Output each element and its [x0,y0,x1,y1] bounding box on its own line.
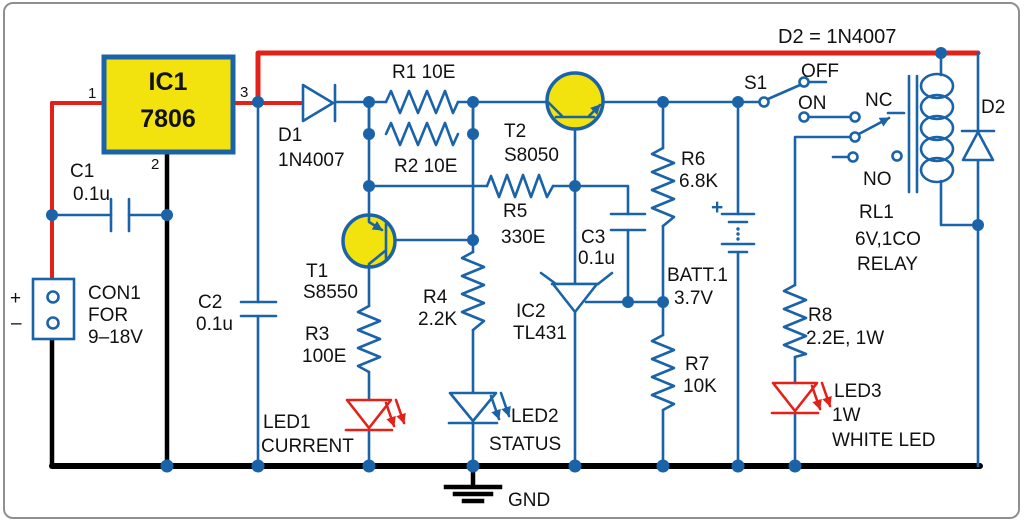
ic1-pin3-label: 3 [240,84,248,101]
rl1-coil: RL1 6V,1CO RELAY [855,72,955,275]
r7-value-label: 10K [683,376,717,397]
r4-ref-label: R4 [423,287,448,308]
led1-function-label: CURRENT [261,436,354,457]
c3-ref-label: C3 [581,227,605,248]
r8-ref-label: R8 [808,305,832,326]
r8-resistor: R8 2.2E, 1W [782,283,884,359]
c1-capacitor: C1 0.1u [70,161,131,233]
s1-off-label: OFF [801,61,839,82]
rl1-kind-label: RELAY [857,254,918,275]
led1: LED1 CURRENT [261,398,406,457]
led2: LED2 STATUS [447,391,561,455]
t1-ref-label: T1 [306,261,328,282]
r2-label: R2 10E [394,156,457,177]
led3-value-label: 1W [832,405,861,426]
ic2-ref-label: IC2 [516,301,546,322]
d2-diode: D2 [960,97,1005,162]
r6-value-label: 6.8K [679,171,718,192]
con1-desc1-label: FOR [88,305,128,326]
con1-minus-label: – [11,313,22,334]
rl1-no-label: NO [863,169,892,190]
d2-note-label: D2 = 1N4007 [778,26,896,48]
d2-ref-label: D2 [981,97,1005,118]
c3-value-label: 0.1u [578,248,615,269]
ic1-ref-label: IC1 [149,68,188,96]
ground-rail-wires [49,149,983,469]
batt1-plus-label: + [711,196,723,219]
ic2-part-label: TL431 [513,323,567,344]
r1-resistor: R1 10E [384,62,460,115]
r5-resistor: R5 330E [485,173,555,248]
ground-symbol: GND [443,465,550,511]
con1-desc2-label: 9–18V [88,327,143,348]
led3: LED3 1W WHITE LED [770,381,935,451]
t2-transistor: T2 S8050 [504,71,605,166]
con1-ref-label: CON1 [88,283,141,304]
r4-value-label: 2.2K [418,309,457,330]
rl1-contacts: NC NO [831,90,906,190]
batt1-ref-label: BATT.1 [667,265,728,286]
t1-part-label: S8550 [303,282,358,303]
c1-value-label: 0.1u [73,184,110,205]
s1-on-label: ON [798,93,827,114]
r8-value-label: 2.2E, 1W [806,328,884,349]
con1-plus-label: + [10,288,21,309]
r6-ref-label: R6 [681,149,705,170]
r5-ref-label: R5 [503,201,527,222]
r3-value-label: 100E [302,346,346,367]
ic1-regulator: IC1 7806 1 3 2 [88,54,248,173]
r7-ref-label: R7 [685,354,709,375]
c2-ref-label: C2 [198,292,222,313]
t2-part-label: S8050 [504,145,559,166]
batt1-battery: + BATT.1 3.7V [667,196,756,309]
led3-kind-label: WHITE LED [832,430,935,451]
ic1-pin1-label: 1 [88,85,96,102]
led2-function-label: STATUS [489,434,561,455]
rl1-nc-label: NC [865,90,892,111]
batt1-value-label: 3.7V [674,288,713,309]
ic2-tl431: IC2 TL431 [513,271,614,344]
led2-ref-label: LED2 [511,406,559,427]
con1-connector: + – CON1 FOR 9–18V [10,277,143,348]
junction-dots [46,47,984,473]
s1-switch: S1 OFF ON [744,61,852,123]
r4-resistor: R4 2.2K [418,250,486,332]
c1-ref-label: C1 [70,161,94,182]
c2-capacitor: C2 0.1u [196,292,278,335]
led1-ref-label: LED1 [263,412,311,433]
d1-ref-label: D1 [278,125,302,146]
ic1-part-label: 7806 [140,105,196,133]
led3-ref-label: LED3 [834,381,882,402]
s1-ref-label: S1 [744,73,767,94]
rl1-ref-label: RL1 [859,202,894,223]
r5-value-label: 330E [501,227,545,248]
t1-transistor: T1 S8550 [303,213,397,303]
ic1-pin2-label: 2 [151,156,159,173]
d1-diode: D1 1N4007 [278,83,345,171]
d1-value-label: 1N4007 [278,150,345,171]
positive-wires [50,50,981,282]
r6-resistor: R6 6.8K [650,146,718,228]
rl1-value-label: 6V,1CO [855,229,921,250]
r7-resistor: R7 10K [650,333,717,412]
t2-ref-label: T2 [504,121,526,142]
gnd-label: GND [508,490,550,511]
r1-label: R1 10E [392,62,455,83]
c3-capacitor: C3 0.1u [578,212,647,269]
r3-ref-label: R3 [305,324,329,345]
c2-value-label: 0.1u [196,314,233,335]
r3-resistor: R3 100E [302,304,382,374]
